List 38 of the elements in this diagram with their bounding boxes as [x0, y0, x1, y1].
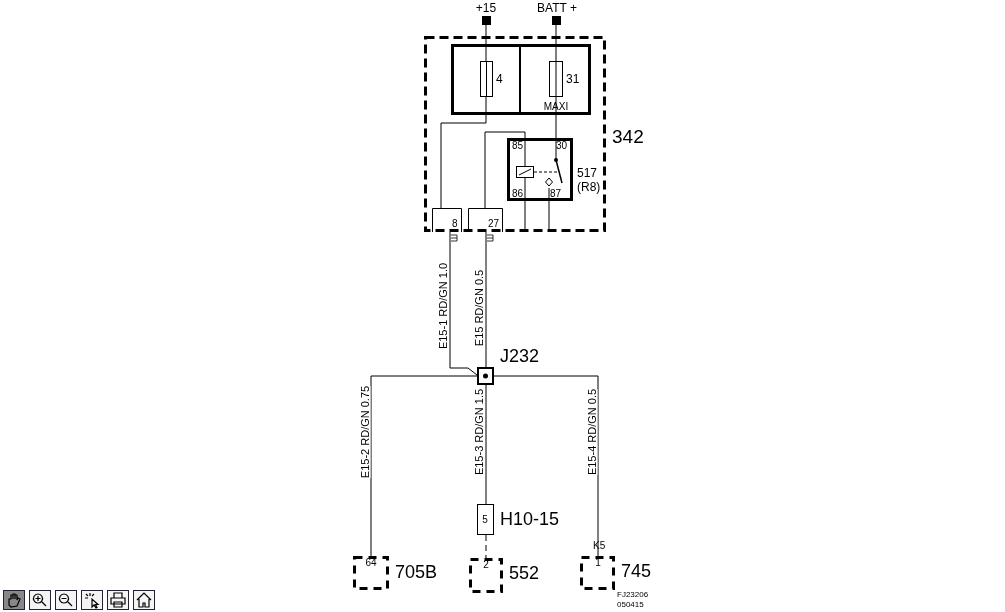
component-label: 745 [621, 562, 652, 580]
wire [370, 375, 478, 557]
wire-label: E15-4 RD/GN 0.5 [586, 388, 598, 476]
pin-number: 8 [452, 219, 458, 229]
wire [485, 534, 487, 559]
wire [493, 375, 599, 557]
component-label: H10-15 [500, 510, 560, 528]
wire [485, 24, 487, 62]
wire [555, 24, 557, 62]
pin-number: 4 [496, 73, 503, 85]
pin-label: K5 [593, 541, 606, 551]
component-label: J232 [500, 347, 540, 365]
pin-number: 87 [550, 189, 562, 199]
wire-label: E15-3 RD/GN 1.5 [473, 388, 485, 476]
component-label: 517 (R8) [577, 167, 602, 195]
component-label: 552 [509, 564, 540, 582]
wire [449, 231, 478, 376]
drawing-date: 050415 [617, 601, 644, 609]
pin-number: 30 [556, 141, 568, 151]
component-label: BATT + [537, 2, 577, 14]
wire [485, 231, 487, 368]
pin-number: MAXI [543, 102, 569, 112]
component-label: 705B [395, 563, 438, 581]
drawing-code: FJ23206 [617, 591, 649, 599]
pin-number: 5 [482, 515, 488, 525]
pin-number: 27 [488, 219, 500, 229]
pin-number: 31 [566, 73, 580, 85]
wire [440, 96, 487, 209]
wire-label: E15-1 RD/GN 1.0 [437, 262, 449, 350]
wire-label: E15 RD/GN 0.5 [473, 269, 485, 347]
wire [555, 96, 557, 139]
pin-number: 86 [512, 189, 524, 199]
wire [485, 384, 487, 505]
wire [484, 131, 526, 209]
wire-label: E15-2 RD/GN 0.75 [359, 385, 371, 479]
pin-number: 85 [512, 141, 524, 151]
component-label: 342 [612, 127, 644, 146]
component-label: +15 [475, 2, 497, 14]
